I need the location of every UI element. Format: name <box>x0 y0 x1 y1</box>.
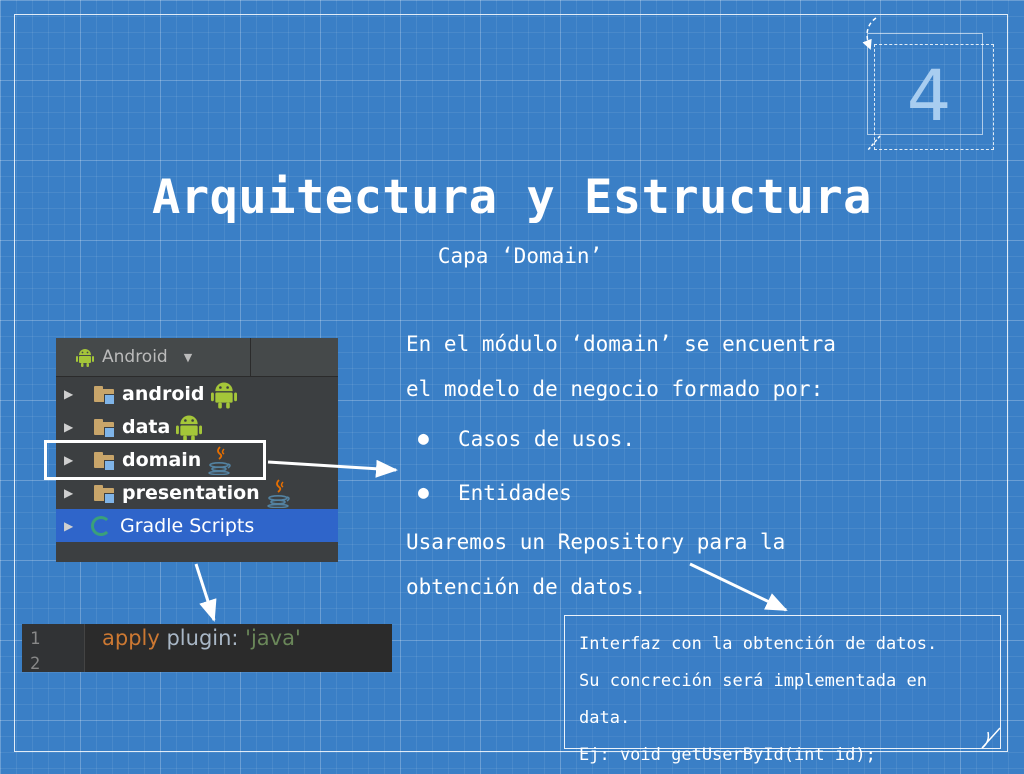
module-folder-icon <box>94 418 115 438</box>
line-number-gutter: 1 2 <box>22 624 85 672</box>
module-folder-icon <box>94 484 115 504</box>
bullet-dot-icon: ● <box>418 428 429 449</box>
body-text-line: En el módulo ‘domain’ se encuentra <box>406 332 836 356</box>
body-text-line: obtención de datos. <box>406 575 647 599</box>
gradle-icon <box>90 515 112 537</box>
slide-subtitle: Capa ‘Domain’ <box>437 244 603 268</box>
line-number: 1 <box>30 629 41 649</box>
code-keyword: apply <box>102 626 160 650</box>
tree-item-presentation[interactable]: ▶ presentation <box>56 476 338 509</box>
slide-body: En el módulo ‘domain’ se encuentra el mo… <box>406 322 966 610</box>
bullet-text: Casos de usos. <box>458 427 636 451</box>
project-view-label: Android <box>102 347 168 367</box>
tree-item-label: data <box>122 415 171 438</box>
project-view-selector[interactable]: Android ▼ <box>56 338 338 377</box>
java-cup-icon <box>266 478 290 508</box>
note-line: Interfaz con la obtención de datos. <box>579 634 938 654</box>
tree-item-label: presentation <box>122 481 260 504</box>
android-robot-icon <box>76 349 94 367</box>
java-cup-icon <box>208 445 232 475</box>
note-text: Interfaz con la obtención de datos. Su c… <box>579 626 999 774</box>
note-line: Su concreción será implementada en <box>579 671 927 691</box>
bullet-item: ● Entidades <box>406 466 966 520</box>
domain-highlight-box <box>44 440 266 480</box>
slide-frame <box>14 14 1008 752</box>
tree-item-label: Gradle Scripts <box>120 514 255 537</box>
module-folder-icon <box>94 385 115 405</box>
code-editor-snippet: 1 2 apply plugin: 'java' <box>22 624 392 672</box>
slide-title: Arquitectura y Estructura <box>152 170 872 225</box>
bullet-text: Entidades <box>458 481 572 505</box>
android-robot-icon <box>176 414 203 441</box>
bullet-dot-icon: ● <box>418 482 429 503</box>
chevron-down-icon[interactable]: ▼ <box>183 350 193 364</box>
tree-item-data[interactable]: ▶ data <box>56 410 338 443</box>
line-number: 2 <box>30 654 41 672</box>
tree-item-gradle-scripts[interactable]: ▶ Gradle Scripts <box>56 509 338 542</box>
tree-item-label: domain <box>122 448 202 471</box>
code-string: 'java' <box>245 626 301 650</box>
bullet-item: ● Casos de usos. <box>406 412 966 466</box>
tree-item-label: android <box>122 382 205 405</box>
tree-item-android[interactable]: ▶ android <box>56 377 338 410</box>
repository-note-box: Interfaz con la obtención de datos. Su c… <box>564 615 1001 765</box>
slide-number: 4 <box>906 55 952 137</box>
android-robot-icon <box>210 381 237 408</box>
note-line: data. <box>579 708 631 728</box>
tree-item-domain[interactable]: ▶ domain <box>56 443 338 476</box>
body-text-line: el modelo de negocio formado por: <box>406 377 824 401</box>
expand-arrow-icon[interactable]: ▶ <box>64 386 74 401</box>
expand-arrow-icon[interactable]: ▶ <box>64 419 74 434</box>
code-plain: plugin: <box>159 626 246 650</box>
slide-number-frame <box>867 33 994 150</box>
expand-arrow-icon[interactable]: ▶ <box>64 485 74 500</box>
note-line: Ej: void getUserById(int id); <box>579 745 876 765</box>
module-folder-icon <box>94 451 115 471</box>
expand-arrow-icon[interactable]: ▶ <box>64 518 74 533</box>
project-tree-panel: Android ▼ ▶ android ▶ data <box>56 338 338 562</box>
code-line[interactable]: apply plugin: 'java' <box>102 626 301 650</box>
expand-arrow-icon[interactable]: ▶ <box>64 452 74 467</box>
body-text-line: Usaremos un Repository para la <box>406 530 786 554</box>
